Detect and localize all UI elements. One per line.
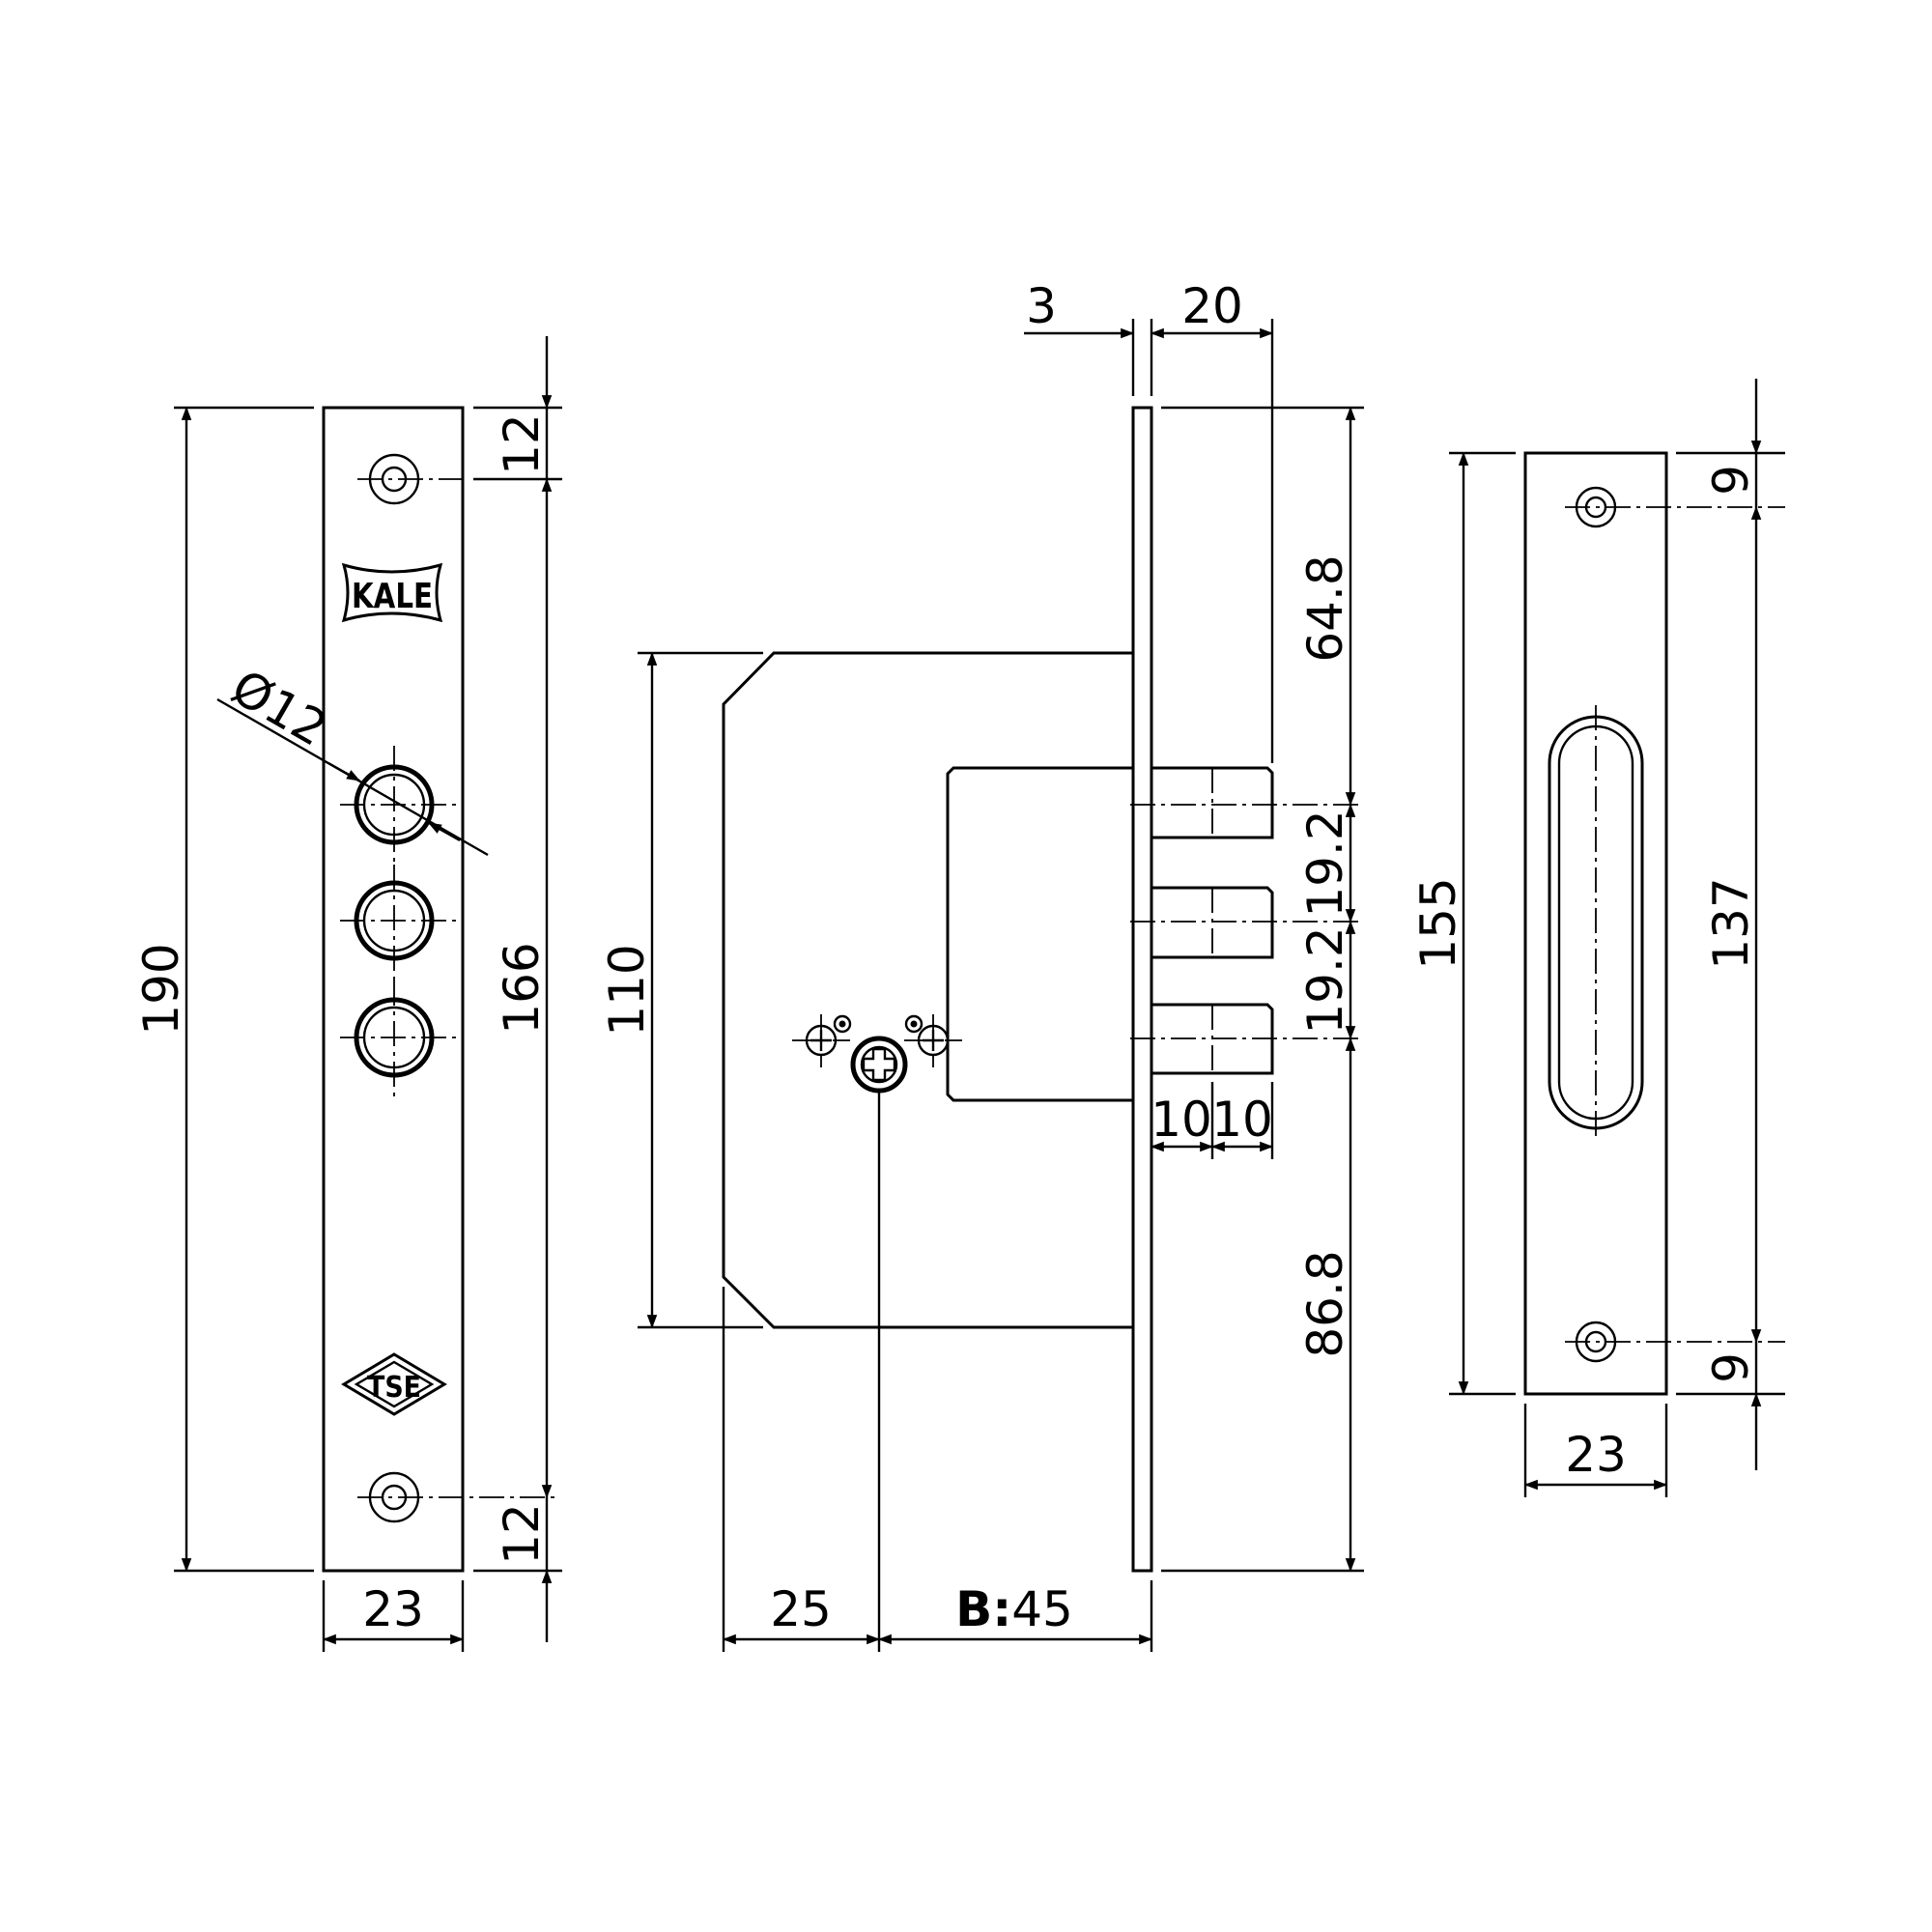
kale-logo: KALE: [341, 562, 443, 623]
bolt-1: [1130, 766, 1360, 839]
faceplate-width-23: 23: [362, 1581, 424, 1637]
faceplate-bottom-screw-icon: [357, 1471, 558, 1523]
strike-bottom-screw-icon: [1565, 1321, 1785, 1363]
hole-diameter-leader: Ø12: [216, 659, 489, 857]
lock-case-outline: [722, 651, 1133, 1329]
bolt-3: [1130, 1003, 1360, 1075]
strike-plate-outline: [1523, 451, 1668, 1396]
bolt-width-10-b: 10: [1211, 1092, 1273, 1148]
lock-faceplate: [1131, 406, 1153, 1573]
faceplate-height-190: 190: [133, 943, 189, 1035]
bolt-carrier-outline: [946, 766, 1133, 1102]
spindle-offset-25: 25: [770, 1581, 832, 1637]
strike-plate-view: 155 137 9 9 23: [1410, 379, 1785, 1497]
faceplate-thickness-3: 3: [1026, 278, 1057, 334]
strike-screw-spacing-137: 137: [1703, 877, 1759, 969]
bolt-2: [1130, 886, 1360, 959]
strike-top-offset-9: 9: [1703, 465, 1759, 496]
backset-label: B:45: [955, 1581, 1073, 1637]
bolt-pitch-19-2-b: 19.2: [1297, 926, 1353, 1034]
cylinder-hole-3-icon: [340, 980, 456, 1101]
strike-width-23: 23: [1565, 1427, 1627, 1483]
bolt-throw-20: 20: [1181, 278, 1243, 334]
strike-top-screw-icon: [1565, 486, 1785, 528]
faceplate-outline: [322, 406, 465, 1573]
tse-logo-text: TSE: [367, 1371, 421, 1405]
lock-body-view: 3 20 110 64.8 19.2 19.2 86.8 10 10 25 B:…: [599, 278, 1364, 1652]
bolt-pitch-19-2-a: 19.2: [1297, 810, 1353, 917]
hole-diameter-label: Ø12: [222, 659, 336, 757]
tse-logo: TSE: [341, 1352, 447, 1416]
strike-height-155: 155: [1410, 877, 1466, 969]
kale-logo-text: KALE: [352, 577, 433, 616]
faceplate-top-offset-12: 12: [494, 413, 550, 475]
case-height-110: 110: [599, 944, 655, 1036]
top-to-bolt-64-8: 64.8: [1297, 554, 1353, 662]
spindle-hub-icon: [850, 1036, 908, 1094]
fixing-screw-right-icon: [904, 1014, 962, 1067]
bolt-width-10-a: 10: [1151, 1092, 1212, 1148]
faceplate-screw-spacing-166: 166: [494, 942, 550, 1034]
strike-bolt-slot: [1548, 705, 1644, 1140]
cylinder-hole-2-icon: [340, 865, 456, 980]
cylinder-hole-1-icon: [340, 746, 456, 865]
faceplate-view: KALE Ø12: [133, 336, 562, 1652]
fixing-screw-left-icon: [792, 1014, 852, 1067]
faceplate-top-screw-icon: [357, 453, 462, 505]
faceplate-bottom-offset-12: 12: [494, 1503, 550, 1565]
strike-bottom-offset-9: 9: [1703, 1352, 1759, 1383]
bottom-to-bolt-86-8: 86.8: [1297, 1250, 1353, 1357]
